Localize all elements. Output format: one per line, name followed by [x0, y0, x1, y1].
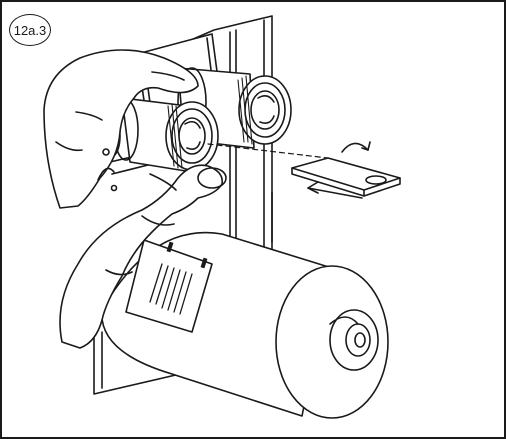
lower-hand: [59, 164, 227, 349]
wall-fasteners: [102, 148, 118, 192]
upper-hand: [43, 49, 199, 209]
step-number-badge: 12a.3: [9, 14, 51, 46]
insertion-guide-line: [207, 143, 329, 159]
rotate-arrow: [341, 141, 371, 153]
cartridge-label: [125, 239, 213, 333]
insert-arrow: [307, 181, 363, 199]
key-plate: [291, 157, 401, 197]
